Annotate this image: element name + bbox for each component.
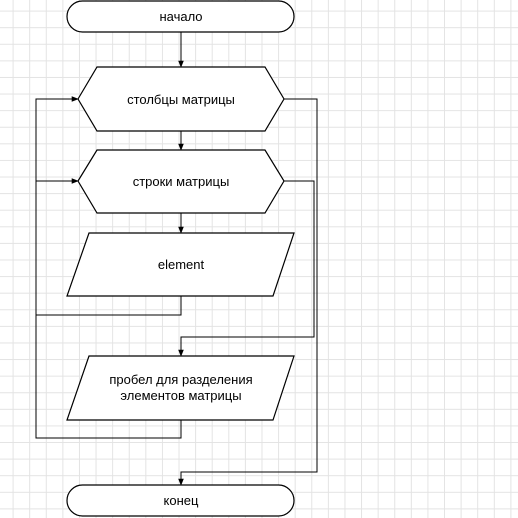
end-terminator: конец [66, 484, 295, 517]
output-space-parallelogram: пробел для разделения элементов матрицы [66, 355, 295, 421]
edge-rows-exit-to-space [178, 180, 315, 357]
start-label: начало [159, 9, 202, 24]
edge-space-loop-back-to-cols [35, 96, 182, 439]
edge-cols-exit-to-end [178, 98, 318, 486]
output-space-label-line1: пробел для разделения [109, 372, 252, 387]
loop-rows-label: строки матрицы [133, 174, 230, 189]
edges [35, 32, 318, 486]
start-terminator: начало [66, 0, 295, 33]
output-space-label-line2: элементов матрицы [120, 388, 241, 403]
output-element-parallelogram: element [66, 232, 295, 297]
loop-columns-hexagon: столбцы матрицы [77, 66, 285, 132]
output-element-label: element [158, 257, 205, 272]
loop-columns-label: столбцы матрицы [127, 92, 235, 107]
loop-rows-hexagon: строки матрицы [77, 149, 285, 214]
end-label: конец [164, 493, 199, 508]
